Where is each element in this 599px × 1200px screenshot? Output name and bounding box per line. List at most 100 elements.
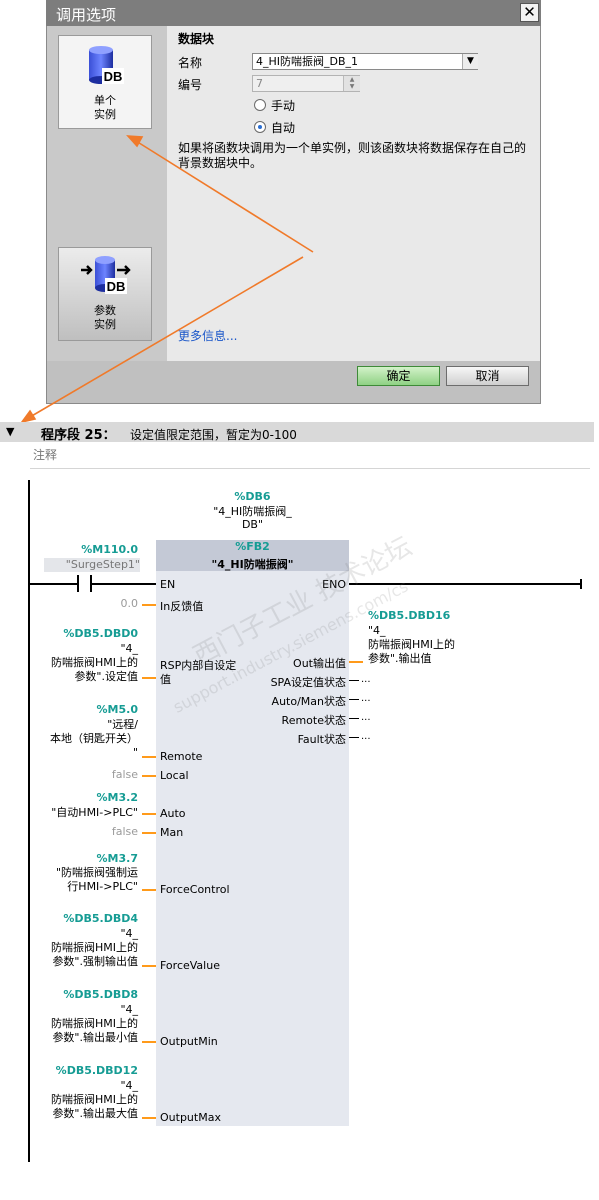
input-sym-remote-1: "远程/ bbox=[107, 718, 138, 731]
input-sym-rsp-3: 参数".设定值 bbox=[74, 670, 138, 683]
pin-forcecontrol: ForceControl bbox=[160, 883, 230, 896]
comment-divider bbox=[30, 468, 590, 469]
input-sym-forcevalue-1: "4_ bbox=[120, 927, 138, 940]
pin-spa: SPA设定值状态 bbox=[270, 676, 346, 689]
number-label: 编号 bbox=[178, 78, 203, 92]
output-remote-value[interactable]: ... bbox=[361, 712, 371, 723]
network-label: 程序段 25： bbox=[41, 428, 116, 443]
network-header[interactable] bbox=[0, 422, 594, 442]
ok-button[interactable]: 确定 bbox=[357, 366, 440, 386]
name-label: 名称 bbox=[178, 56, 203, 70]
pin-rsp: RSP内部自设定值 bbox=[160, 659, 237, 686]
output-addr-out[interactable]: %DB5.DBD16 bbox=[368, 609, 451, 622]
pin-man: Man bbox=[160, 826, 184, 839]
fb-address: %FB2 bbox=[235, 540, 270, 553]
auto-radio[interactable] bbox=[254, 121, 266, 133]
input-value-man[interactable]: false bbox=[111, 825, 138, 838]
pin-out: Out输出值 bbox=[293, 657, 346, 670]
input-sym-outputmin-1: "4_ bbox=[120, 1003, 138, 1016]
svg-text:DB: DB bbox=[107, 279, 126, 294]
input-sym-rsp-2: 防喘振阀HMI上的 bbox=[50, 656, 138, 669]
dialog-title: 调用选项 bbox=[56, 6, 117, 24]
multi-instance-label-1: 参数 bbox=[94, 304, 116, 317]
wire-out bbox=[349, 661, 363, 663]
dialog-titlebar[interactable] bbox=[46, 0, 541, 26]
manual-radio[interactable] bbox=[254, 99, 266, 111]
single-instance-button[interactable]: DB 单个 实例 bbox=[58, 35, 152, 129]
wire-remote-state bbox=[349, 718, 359, 719]
input-addr-outputmax[interactable]: %DB5.DBD12 bbox=[55, 1064, 138, 1077]
power-rail bbox=[28, 480, 30, 1162]
input-sym-outputmin-2: 防喘振阀HMI上的 bbox=[50, 1017, 138, 1030]
pin-en: EN bbox=[160, 578, 176, 591]
input-sym-outputmax-2: 防喘振阀HMI上的 bbox=[50, 1093, 138, 1106]
single-instance-label-1: 单个 bbox=[94, 94, 116, 107]
svg-text:DB: DB bbox=[104, 69, 123, 84]
input-addr-rsp[interactable]: %DB5.DBD0 bbox=[63, 627, 138, 640]
rung-wire-left bbox=[30, 583, 77, 585]
multi-instance-button[interactable]: DB 参数 实例 bbox=[58, 247, 152, 341]
output-sym-out-1: "4_ bbox=[368, 624, 386, 637]
input-sym-auto-1: "自动HMI->PLC" bbox=[51, 806, 138, 819]
fb-block[interactable] bbox=[156, 540, 349, 1126]
pin-forcevalue: ForceValue bbox=[160, 959, 220, 972]
pin-in: In反馈值 bbox=[160, 600, 204, 613]
wire-remote bbox=[142, 756, 156, 758]
dropdown-arrow-icon[interactable]: ▼ bbox=[462, 54, 478, 69]
pin-remote: Remote bbox=[160, 750, 203, 763]
input-addr-forcevalue[interactable]: %DB5.DBD4 bbox=[63, 912, 138, 925]
instance-db-address: %DB6 bbox=[234, 490, 271, 503]
more-info-link[interactable]: 更多信息... bbox=[178, 329, 238, 343]
manual-label: 手动 bbox=[271, 99, 296, 113]
input-sym-rsp-1: "4_ bbox=[120, 642, 138, 655]
input-sym-forcecontrol-1: "防喘振阀强制运 bbox=[55, 866, 138, 879]
wire-forcecontrol bbox=[142, 889, 156, 891]
network-comment[interactable]: 注释 bbox=[33, 448, 58, 462]
fb-header bbox=[156, 540, 349, 571]
close-button[interactable]: ✕ bbox=[520, 3, 539, 22]
contact-right-plate bbox=[90, 575, 92, 592]
input-sym-forcecontrol-2: 行HMI->PLC" bbox=[67, 880, 138, 893]
rung-wire-right bbox=[349, 583, 582, 585]
pin-eno: ENO bbox=[322, 578, 346, 591]
wire-fault bbox=[349, 737, 359, 738]
output-sym-out-3: 参数".输出值 bbox=[368, 652, 432, 665]
database-icon: DB bbox=[89, 46, 124, 84]
input-sym-forcevalue-3: 参数".强制输出值 bbox=[52, 955, 138, 968]
contact-address: %M110.0 bbox=[81, 543, 138, 556]
number-spinner-icon[interactable]: ▲▼ bbox=[343, 76, 360, 91]
input-addr-forcecontrol[interactable]: %M3.7 bbox=[96, 852, 138, 865]
pin-remote-state: Remote状态 bbox=[281, 714, 346, 727]
input-value-in[interactable]: 0.0 bbox=[120, 597, 139, 610]
input-sym-remote-2: 本地（钥匙开关） bbox=[50, 732, 138, 745]
auto-label: 自动 bbox=[271, 121, 296, 135]
rung-wire-mid bbox=[92, 583, 156, 585]
collapse-triangle-icon[interactable]: ▼ bbox=[6, 425, 15, 438]
single-instance-label-2: 实例 bbox=[94, 108, 116, 121]
name-dropdown[interactable]: 4_HI防喘振阀_DB_1 bbox=[252, 53, 478, 70]
pin-outputmax: OutputMax bbox=[160, 1111, 221, 1124]
output-spa-value[interactable]: ... bbox=[361, 674, 371, 685]
input-addr-outputmin[interactable]: %DB5.DBD8 bbox=[63, 988, 138, 1001]
pin-automan: Auto/Man状态 bbox=[271, 695, 346, 708]
input-sym-outputmax-3: 参数".输出最大值 bbox=[52, 1107, 138, 1120]
output-automan-value[interactable]: ... bbox=[361, 693, 371, 704]
instance-db-name-2: DB" bbox=[241, 518, 264, 531]
cancel-button[interactable]: 取消 bbox=[446, 366, 529, 386]
input-addr-auto[interactable]: %M3.2 bbox=[96, 791, 138, 804]
input-sym-forcevalue-2: 防喘振阀HMI上的 bbox=[50, 941, 138, 954]
input-value-local[interactable]: false bbox=[111, 768, 138, 781]
radio-selected-dot bbox=[258, 125, 262, 129]
wire-outputmin bbox=[142, 1041, 156, 1043]
number-field[interactable]: 7 bbox=[252, 75, 360, 92]
network-title[interactable]: 设定值限定范围，暂定为0-100 bbox=[130, 428, 297, 442]
multi-instance-label-2: 实例 bbox=[94, 318, 116, 331]
contact-left-plate bbox=[77, 575, 79, 592]
wire-spa bbox=[349, 680, 359, 681]
input-sym-remote-3: " bbox=[132, 746, 138, 759]
pin-local: Local bbox=[160, 769, 189, 782]
pin-outputmin: OutputMin bbox=[160, 1035, 218, 1048]
input-addr-remote[interactable]: %M5.0 bbox=[96, 703, 138, 716]
output-fault-value[interactable]: ... bbox=[361, 731, 371, 742]
pin-fault: Fault状态 bbox=[297, 733, 346, 746]
